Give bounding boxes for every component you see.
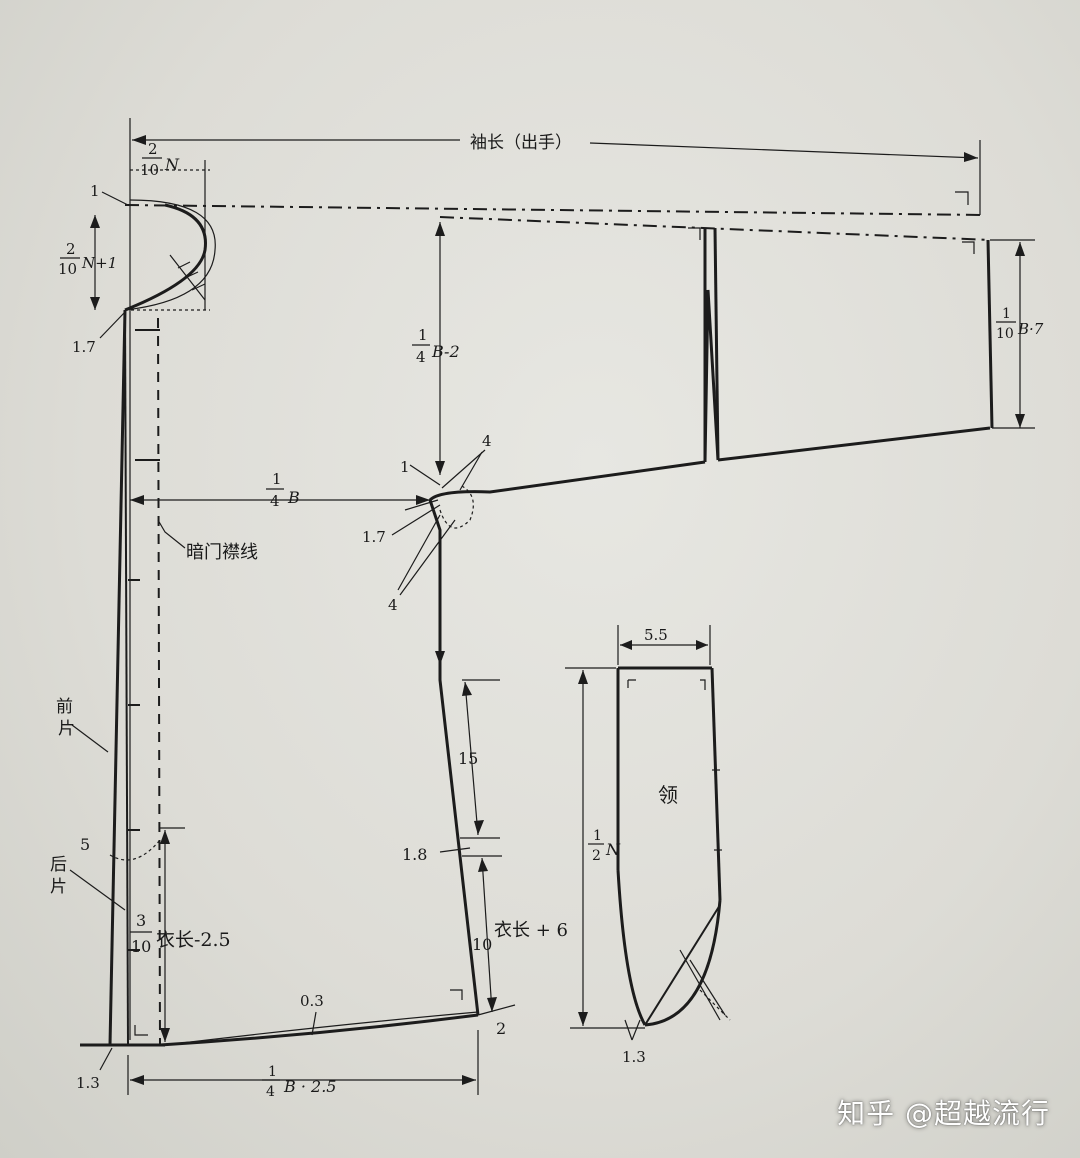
hidden-placket-label: 暗门襟线 xyxy=(186,542,258,563)
tenth-b-rest: B·7 xyxy=(1017,320,1044,338)
neck-dimension xyxy=(90,160,216,312)
front-back-edges xyxy=(108,309,161,1046)
back-label-1: 后 xyxy=(50,855,67,875)
length-plus-6-label: 衣长 + 6 xyxy=(494,920,568,941)
sleeve-length-dimension xyxy=(129,118,981,1040)
neck-width-denominator: 10 xyxy=(140,161,159,179)
armhole-label-4: 4 xyxy=(482,432,492,450)
collar-label-1-3: 1.3 xyxy=(622,1048,646,1066)
back-label-5: 5 xyxy=(80,835,90,854)
quarter-b-num: 1 xyxy=(272,470,282,488)
neck-width-variable: N xyxy=(164,155,180,174)
sleeve-length-label: 袖长（出手） xyxy=(470,133,572,153)
quarter-b-rest: B xyxy=(287,488,300,507)
hem xyxy=(80,827,516,1095)
quarter-b-minus-2-num: 1 xyxy=(418,326,428,344)
hem-label-0-3: 0.3 xyxy=(300,992,324,1010)
hem-width-num: 1 xyxy=(268,1064,277,1080)
watermark: 知乎 @超越流行 xyxy=(837,1097,1050,1130)
neck-depth-numerator: 2 xyxy=(66,240,76,258)
armhole-label-4b: 4 xyxy=(388,596,398,614)
three-tenth-rest: 衣长-2.5 xyxy=(156,929,231,951)
back-label-2: 片 xyxy=(50,877,67,897)
half-n-den: 2 xyxy=(592,848,601,864)
armhole-and-side-seam xyxy=(428,222,706,1016)
quarter-b-minus-2-rest: B-2 xyxy=(431,342,460,361)
hem-width-rest: B · 2.5 xyxy=(283,1077,336,1096)
armhole-label-1: 1 xyxy=(400,458,410,476)
collar-label: 领 xyxy=(658,783,678,807)
three-tenth-num: 3 xyxy=(136,911,146,930)
tenth-b-den: 10 xyxy=(996,326,1014,342)
neck-depth-rest: N+1 xyxy=(81,254,117,272)
hem-width-den: 4 xyxy=(266,1084,275,1100)
sleeve-panel xyxy=(703,227,1035,463)
collar-width-label: 5.5 xyxy=(644,626,668,644)
side-seam-dimensions xyxy=(450,679,502,1013)
collar-piece xyxy=(565,625,731,1041)
hem-label-1-3: 1.3 xyxy=(76,1074,100,1092)
neck-depth-denominator: 10 xyxy=(58,260,77,278)
seam-label-10: 10 xyxy=(472,935,492,954)
quarter-b-minus-2-den: 4 xyxy=(416,348,426,366)
front-label-2: 片 xyxy=(58,719,75,739)
half-n-rest: N xyxy=(605,840,621,859)
hem-label-2: 2 xyxy=(496,1019,506,1038)
seam-label-1-8: 1.8 xyxy=(402,845,427,864)
three-tenth-den: 10 xyxy=(131,937,151,956)
neck-label-1: 1 xyxy=(90,182,100,200)
front-label-1: 前 xyxy=(56,697,73,717)
neck-width-numerator: 2 xyxy=(148,140,158,158)
neck-label-1-7: 1.7 xyxy=(72,338,96,356)
quarter-b-den: 4 xyxy=(270,492,280,510)
armhole-label-1-7: 1.7 xyxy=(362,528,386,546)
tenth-b-num: 1 xyxy=(1002,306,1011,322)
half-n-num: 1 xyxy=(593,828,602,844)
seam-label-15: 15 xyxy=(458,749,478,768)
